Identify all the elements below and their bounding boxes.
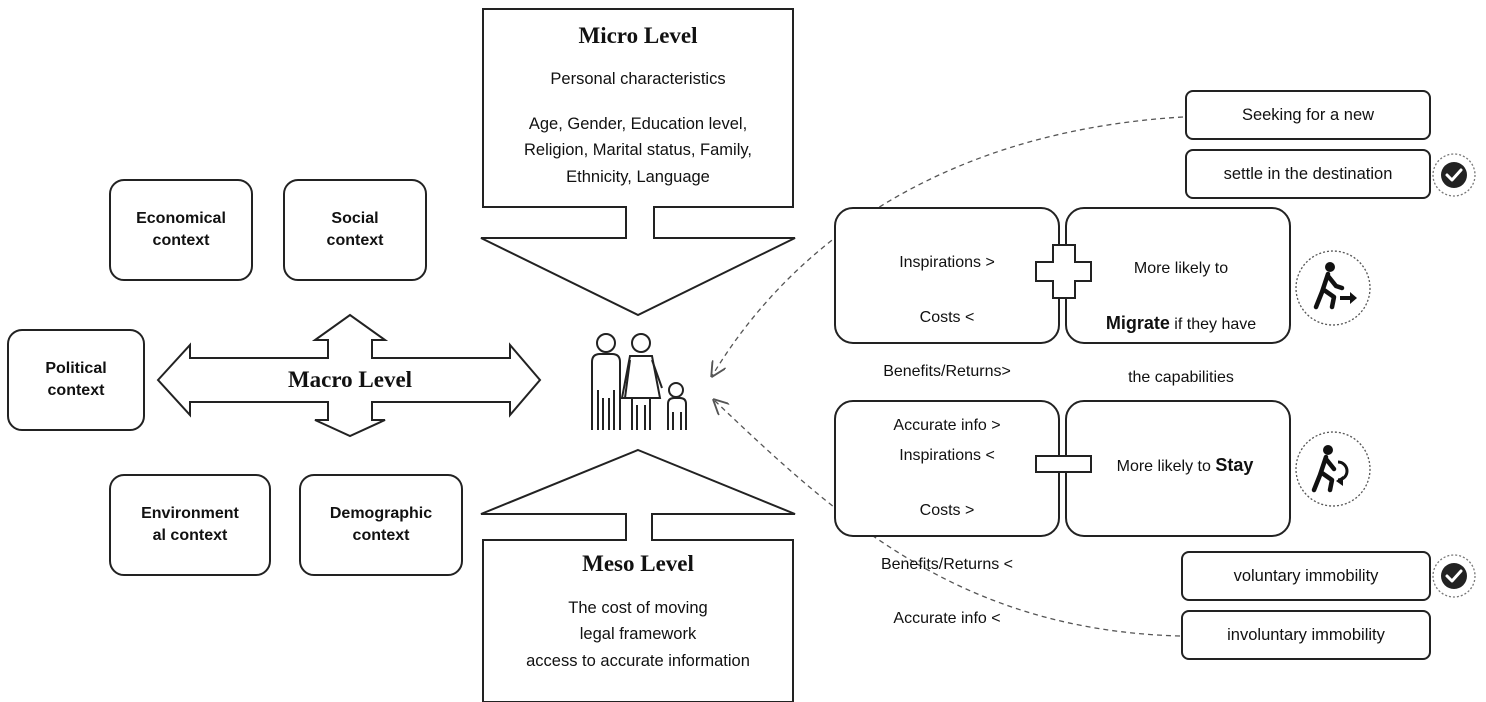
plus-connector bbox=[1035, 244, 1092, 299]
seeking-label: Seeking for a new bbox=[1241, 105, 1375, 124]
voluntary-label: voluntary immobility bbox=[1233, 566, 1379, 585]
meso-line: legal framework bbox=[579, 625, 697, 644]
social-context-box bbox=[283, 179, 427, 281]
migrate-result-line3: the capabilities bbox=[1128, 369, 1234, 387]
micro-line: Ethnicity, Language bbox=[566, 167, 710, 186]
micro-level-callout bbox=[480, 8, 796, 317]
migrate-conditions: Inspirations > Costs < Benefits/Returns>… bbox=[835, 222, 1059, 467]
settle-label: settle in the destination bbox=[1223, 164, 1393, 183]
walk-forward-icon bbox=[1295, 250, 1371, 326]
environmental-context-box bbox=[109, 474, 271, 576]
environmental-context-label: Environment al context bbox=[141, 505, 239, 544]
meso-line: access to accurate information bbox=[526, 651, 750, 670]
seeking-pill bbox=[1185, 90, 1431, 140]
meso-level-title: Meso Level bbox=[582, 551, 694, 576]
walk-return-icon bbox=[1295, 431, 1371, 507]
condition-line: Benefits/Returns < bbox=[880, 555, 1014, 573]
economical-context-box bbox=[109, 179, 253, 281]
condition-line: Accurate info > bbox=[893, 417, 1001, 435]
stay-conditions: Inspirations < Costs > Benefits/Returns … bbox=[835, 415, 1059, 660]
migrate-word: Migrate bbox=[1105, 313, 1170, 334]
dashed-arrow-from-seeking bbox=[712, 116, 1184, 376]
stay-result: More likely to Stay bbox=[1090, 453, 1280, 478]
political-context-label: Political context bbox=[45, 360, 107, 399]
condition-line: Benefits/Returns> bbox=[883, 362, 1011, 380]
check-circle-icon bbox=[1432, 554, 1476, 598]
stay-word: Stay bbox=[1215, 455, 1254, 475]
macro-four-way-arrow bbox=[156, 313, 542, 438]
economical-context-label: Economical context bbox=[136, 210, 226, 249]
demographic-context-label: Demographic context bbox=[329, 505, 433, 544]
micro-line: Age, Gender, Education level, bbox=[528, 115, 748, 133]
settle-pill bbox=[1185, 149, 1431, 199]
meso-level-callout bbox=[480, 448, 796, 702]
condition-line: Inspirations < bbox=[899, 447, 995, 465]
check-circle-icon bbox=[1432, 153, 1476, 197]
micro-line: Religion, Marital status, Family, bbox=[523, 141, 752, 160]
political-context-box bbox=[7, 329, 145, 431]
micro-subtitle: Personal characteristics bbox=[550, 70, 726, 88]
condition-line: Costs > bbox=[919, 501, 975, 519]
stay-result-pre: More likely to bbox=[1116, 458, 1216, 475]
meso-factors: The cost of moving legal framework acces… bbox=[483, 595, 793, 674]
migrate-result-post: if they have bbox=[1169, 316, 1257, 334]
micro-level-title: Micro Level bbox=[578, 23, 698, 48]
condition-line: Accurate info < bbox=[893, 610, 1001, 628]
condition-line: Inspirations > bbox=[899, 254, 995, 272]
migrate-result-line2: Migrate if they have bbox=[1076, 309, 1286, 339]
social-context-label: Social context bbox=[326, 210, 384, 249]
condition-line: Costs < bbox=[919, 308, 975, 326]
migrate-result-line1: More likely to bbox=[1133, 260, 1229, 278]
dashed-arrow-from-involuntary bbox=[714, 400, 1181, 637]
migrate-result: More likely to Migrate if they have the … bbox=[1076, 230, 1286, 418]
involuntary-pill bbox=[1181, 610, 1431, 660]
micro-characteristics: Age, Gender, Education level, Religion, … bbox=[483, 111, 793, 190]
demographic-context-box bbox=[299, 474, 463, 576]
meso-line: The cost of moving bbox=[568, 599, 708, 617]
minus-connector bbox=[1035, 455, 1092, 473]
macro-level-title: Macro Level bbox=[287, 367, 413, 392]
family-icon bbox=[591, 333, 687, 430]
voluntary-pill bbox=[1181, 551, 1431, 601]
involuntary-label: involuntary immobility bbox=[1227, 625, 1385, 644]
